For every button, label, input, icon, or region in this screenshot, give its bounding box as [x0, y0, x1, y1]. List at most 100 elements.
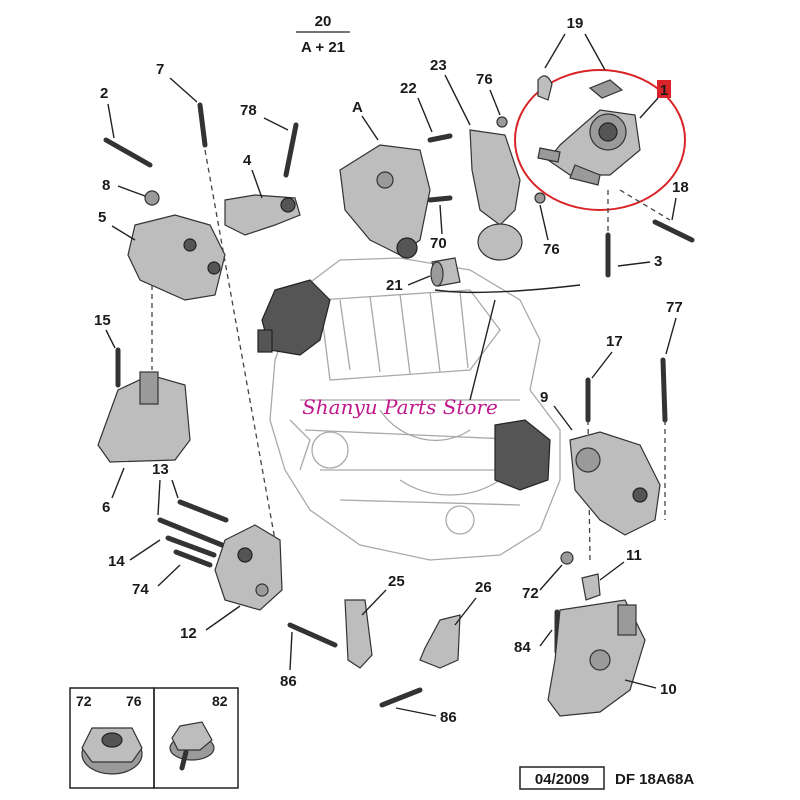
callout-84: 84: [514, 639, 531, 656]
lead-77: [665, 317, 677, 355]
lead-1: [639, 97, 659, 119]
lead-76b: [539, 204, 549, 241]
callout-86b: 86: [440, 709, 457, 726]
lead-2: [107, 103, 115, 139]
lead-17: [591, 351, 613, 379]
dash-18: [619, 189, 671, 221]
callout-11: 11: [626, 547, 642, 564]
group-number: 20: [315, 13, 332, 30]
footer-date-box: [519, 766, 605, 790]
nut-72: [560, 551, 574, 565]
store-watermark: Shanyu Parts Store: [302, 395, 498, 419]
callout-21: 21: [386, 277, 403, 294]
lead-78: [263, 117, 289, 131]
callout-4: 4: [243, 152, 252, 169]
clip-11: [581, 573, 601, 601]
mount-bracket-4: [224, 194, 301, 236]
gearbox-mount-9: [569, 431, 661, 536]
footer-date: 04/2009: [535, 771, 589, 788]
lead-72: [539, 564, 563, 591]
callout-6: 6: [102, 499, 110, 516]
callout-13: 13: [152, 461, 169, 478]
lead-23: [444, 74, 471, 126]
callout-72: 72: [522, 585, 539, 602]
legend-label-72: 72: [76, 693, 92, 709]
lead-4: [251, 169, 263, 199]
callout-76a: 76: [476, 71, 493, 88]
legend-label-76: 76: [126, 693, 142, 709]
callout-17: 17: [606, 333, 623, 350]
bolt-2: [103, 137, 153, 168]
lead-86a: [289, 631, 293, 671]
lead-84: [539, 629, 553, 647]
callout-1-badge: [657, 80, 671, 98]
lead-15: [105, 329, 116, 349]
lead-11: [599, 561, 625, 581]
lead-8: [117, 185, 146, 197]
callout-25: 25: [388, 573, 405, 590]
lead-5: [111, 225, 136, 241]
callout-76b: 76: [543, 241, 560, 258]
callout-3: 3: [654, 253, 662, 270]
nut-76a: [496, 116, 508, 128]
callout-14: 14: [108, 553, 125, 570]
bolt-74: [173, 549, 213, 568]
callout-1: 1: [660, 82, 668, 99]
legend-label-82: 82: [212, 693, 228, 709]
engine-left-bracket: [257, 279, 331, 356]
bolt-86a: [287, 622, 338, 648]
flange-bolt-icon: [169, 721, 215, 771]
mount-bracket-5: [127, 214, 226, 301]
lead-22: [417, 97, 433, 133]
gearbox-mount-12: [214, 524, 283, 611]
footer-reference: DF 18A68A: [615, 771, 694, 788]
engine-mount-6: [97, 371, 191, 463]
lead-18: [671, 197, 677, 221]
callout-70: 70: [430, 235, 447, 252]
flange-nut-icon: [81, 727, 143, 775]
callout-10: 10: [660, 681, 677, 698]
connector-line-2: [469, 299, 496, 401]
callout-78: 78: [240, 102, 257, 119]
lead-26: [454, 597, 477, 626]
callout-26: 26: [475, 579, 492, 596]
lead-3: [617, 261, 651, 267]
callout-5: 5: [98, 209, 106, 226]
connector-line: [434, 284, 581, 294]
dash-7: [204, 149, 276, 541]
nut-76b: [534, 192, 546, 204]
callout-77: 77: [666, 299, 683, 316]
lead-12: [205, 605, 241, 631]
callout-19: 19: [567, 15, 584, 32]
shield-plate-23: [469, 129, 523, 261]
lead-13: [157, 479, 179, 516]
bolt-14: [165, 535, 217, 558]
callout-8: 8: [102, 177, 110, 194]
lead-76a: [489, 89, 501, 116]
lead-14: [129, 539, 161, 561]
callout-86a: 86: [280, 673, 297, 690]
lead-9: [553, 405, 573, 431]
engine-right-bracket: [494, 419, 551, 491]
highlight-circle: [514, 69, 686, 211]
mount-support-10: [547, 599, 646, 717]
bolt-78: [283, 122, 299, 178]
torque-rod-26: [419, 614, 461, 669]
bolt-13a: [177, 499, 229, 523]
lead-6: [111, 467, 125, 499]
torque-rod-25: [344, 599, 373, 669]
lead-25: [361, 589, 387, 616]
callout-9: 9: [540, 389, 548, 406]
lead-19: [544, 33, 606, 71]
nut-8: [144, 190, 160, 206]
legend-box-82: 82: [153, 687, 239, 789]
bushing-21: [430, 257, 461, 287]
lead-21: [407, 275, 431, 286]
legend-box-72-76: 72 76: [69, 687, 155, 789]
lead-86b: [395, 707, 437, 717]
mount-nut-19: [588, 79, 624, 99]
callout-15: 15: [94, 312, 111, 329]
upper-engine-mount: [537, 109, 641, 186]
lead-7: [169, 77, 198, 103]
